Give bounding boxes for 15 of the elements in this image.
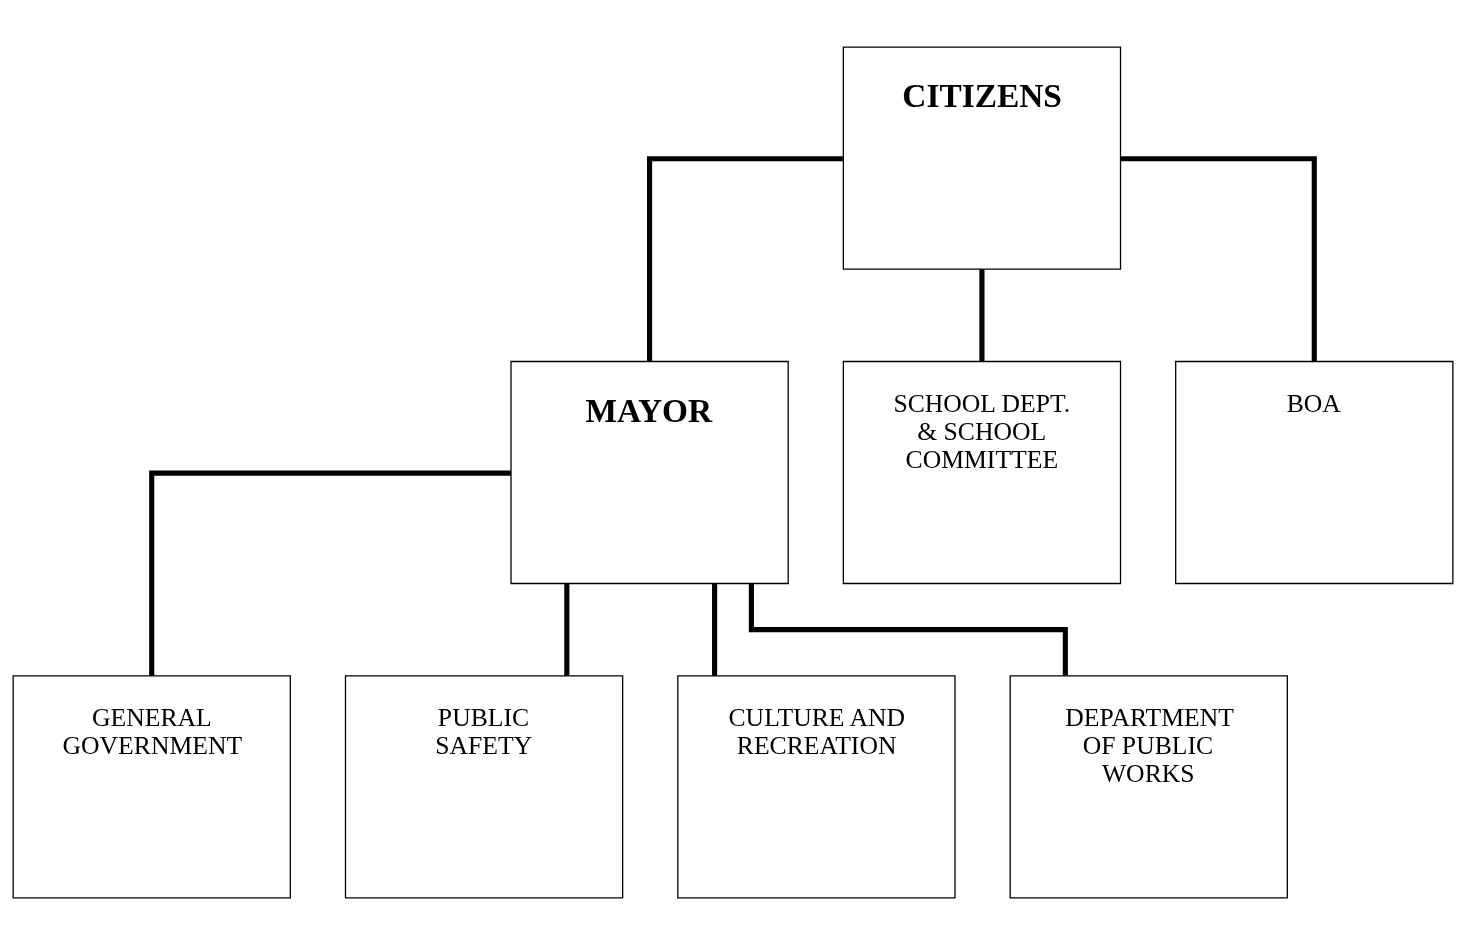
connector [1120,156,1317,362]
connector [149,470,511,676]
connector [712,583,718,676]
node-box: BOA [1175,360,1454,585]
connector [564,583,570,676]
node-box: GENERAL GOVERNMENT [12,675,291,899]
node-box: CULTURE AND RECREATION [677,675,956,899]
connector [647,156,843,362]
connector [748,583,1068,676]
node-box: PUBLIC SAFETY [344,675,624,899]
node-box: DEPARTMENT OF PUBLIC WORKS [1009,675,1288,899]
node-box: MAYOR [510,360,789,585]
node-box: SCHOOL DEPT. & SCHOOL COMMITTEE [842,360,1122,585]
connector [979,269,985,362]
node-box: CITIZENS [842,46,1122,270]
